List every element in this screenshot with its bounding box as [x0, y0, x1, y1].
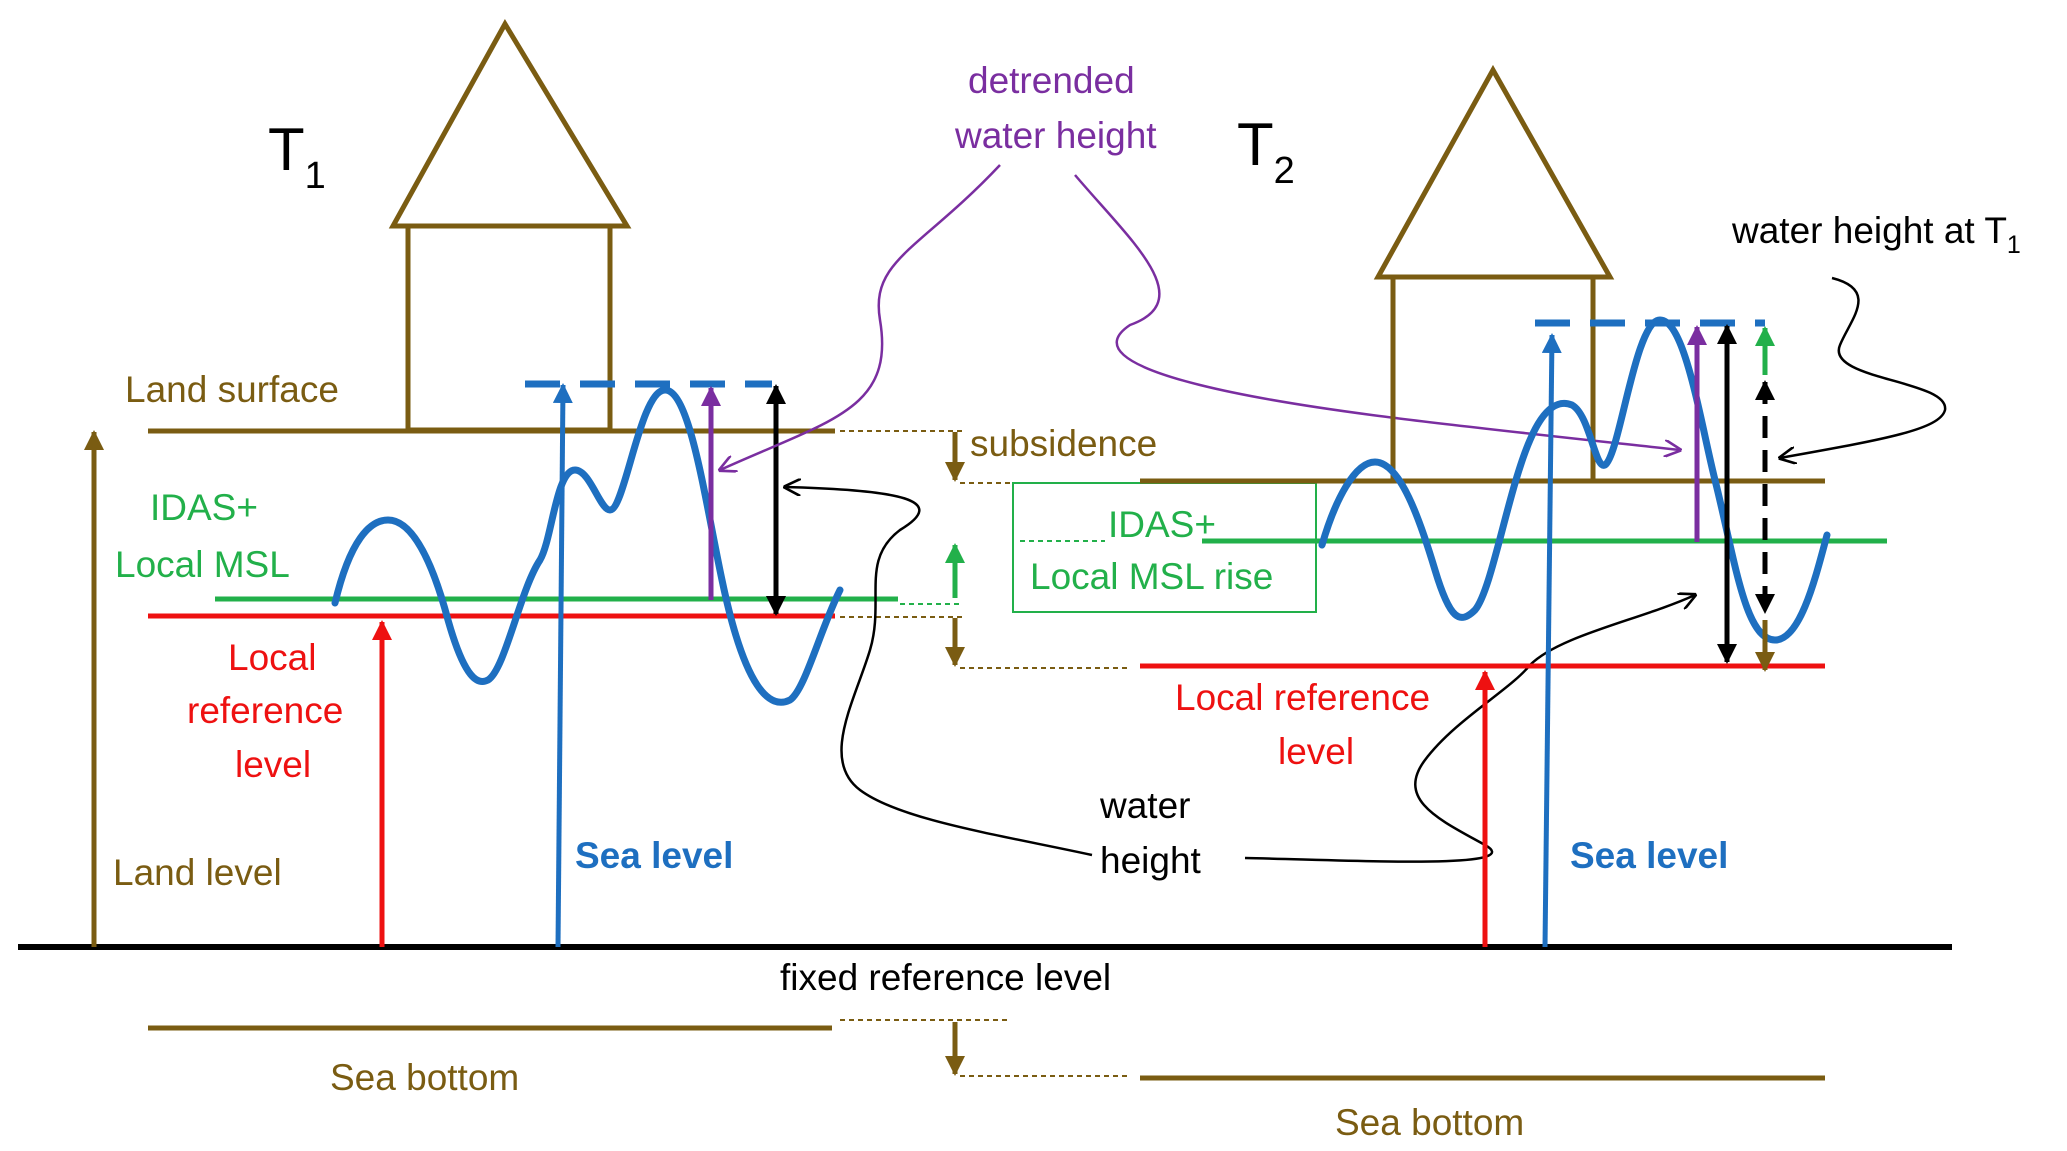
t2-label: T2 — [1237, 111, 1295, 192]
water-height-at-t1-leader — [1780, 276, 1947, 458]
sea-level-t1-arrow — [552, 383, 573, 948]
water-height-label-2: height — [1100, 840, 1202, 881]
idas-left-label-2: Local MSL — [115, 544, 290, 585]
water-height-label-1: water — [1099, 785, 1190, 826]
water-height-leader-right — [1244, 595, 1695, 863]
sea-level-t2-arrow — [1541, 333, 1562, 948]
land-level-label: Land level — [113, 852, 282, 893]
idas-msl-rise-label-1: IDAS+ — [1108, 504, 1216, 545]
water-height-at-t1-label: water height at T1 — [1731, 210, 2021, 259]
idas-left-label-1: IDAS+ — [150, 487, 258, 528]
local-ref-left-label-2: reference — [187, 690, 343, 731]
detrended-label-1: detrended — [968, 60, 1135, 101]
local-ref-left-label-3: level — [235, 744, 311, 785]
sea-level-right-label: Sea level — [1570, 835, 1728, 876]
land-surface-label: Land surface — [125, 369, 339, 410]
house-t1-walls-icon — [405, 223, 613, 433]
idas-msl-rise-label-2: Local MSL rise — [1030, 556, 1273, 597]
local-ref-left-label-1: Local — [228, 637, 316, 678]
local-ref-right-label-2: level — [1278, 731, 1354, 772]
house-t2-roof-icon — [1373, 64, 1615, 280]
water-height-leader-left — [785, 487, 1093, 857]
sea-bottom-right-label: Sea bottom — [1335, 1102, 1524, 1143]
fixed-reference-label: fixed reference level — [780, 957, 1111, 998]
local-ref-right-label-1: Local reference — [1175, 677, 1430, 718]
sea-wave-t1 — [331, 386, 844, 706]
sea-bottom-left-label: Sea bottom — [330, 1057, 519, 1098]
detrended-label-2: water height — [954, 115, 1157, 156]
detrended-leader-right — [1074, 174, 1680, 450]
detrended-leader-left — [720, 164, 1001, 470]
sea-level-left-label: Sea level — [575, 835, 733, 876]
house-t2-walls-icon — [1390, 274, 1596, 484]
house-t1-roof-icon — [388, 19, 632, 229]
t1-label: T1 — [268, 116, 326, 197]
subsidence-label: subsidence — [970, 423, 1157, 464]
